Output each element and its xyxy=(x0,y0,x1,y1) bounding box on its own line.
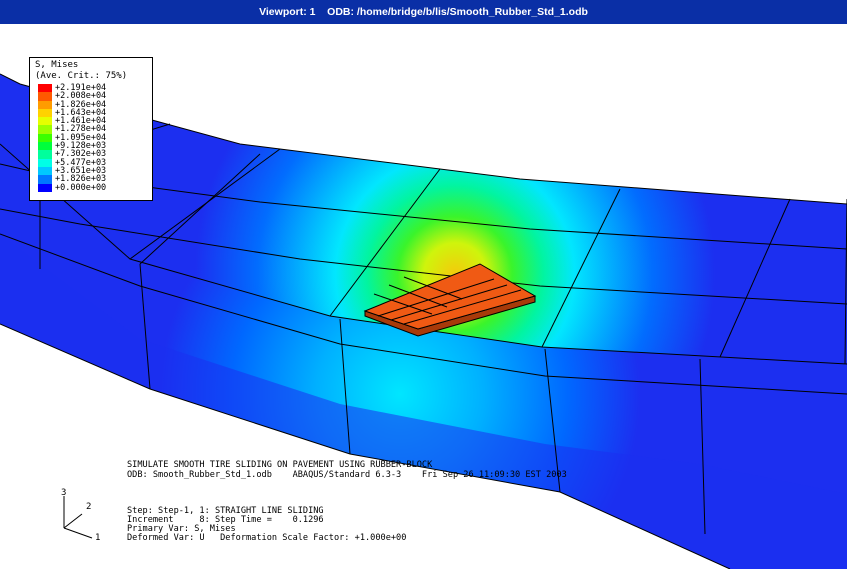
legend-entry: +1.278e+04 xyxy=(35,124,147,135)
viewport-title: Viewport: 1 ODB: /home/bridge/b/lis/Smoo… xyxy=(259,6,588,18)
legend-swatch xyxy=(38,108,52,118)
legend-entry: +2.191e+04 xyxy=(35,83,147,93)
legend-swatch xyxy=(38,117,52,126)
legend-entry: +1.826e+04 xyxy=(35,99,147,110)
legend-subtitle: (Ave. Crit.: 75%) xyxy=(35,71,128,81)
legend-entry: +7.302e+03 xyxy=(35,149,147,160)
legend-entry: +1.095e+04 xyxy=(35,132,147,143)
odb-info: ODB: Smooth_Rubber_Std_1.odb ABAQUS/Stan… xyxy=(127,470,567,480)
rubber-block[interactable] xyxy=(363,263,537,337)
legend-swatch xyxy=(38,142,52,151)
increment-info: Increment 8: Step Time = 0.1296 xyxy=(127,515,324,525)
coordinate-triad xyxy=(63,496,93,539)
legend-swatch xyxy=(38,158,52,167)
slab-lower-band xyxy=(0,234,847,569)
legend-entry: +1.826e+03 xyxy=(35,174,147,185)
legend-title: S, Mises xyxy=(35,60,79,70)
legend-swatch xyxy=(38,183,52,192)
legend-entry: +1.461e+04 xyxy=(35,116,147,127)
primary-var-info: Primary Var: S, Mises xyxy=(127,524,236,534)
legend-swatch xyxy=(38,166,52,176)
legend-box: S, Mises (Ave. Crit.: 75%) +2.191e+04 +2… xyxy=(29,57,153,201)
legend-entry: +2.008e+04 xyxy=(35,91,147,102)
deformed-var-info: Deformed Var: U Deformation Scale Factor… xyxy=(127,533,407,543)
legend-value: +2.191e+04 xyxy=(55,83,107,93)
viewport-titlebar: Viewport: 1 ODB: /home/bridge/b/lis/Smoo… xyxy=(0,0,847,24)
mesh-lines xyxy=(0,73,847,569)
triad-axis-3: 3 xyxy=(61,488,67,498)
triad-axis-1: 1 xyxy=(95,533,101,543)
legend-value: +1.278e+04 xyxy=(55,124,107,135)
legend-entries: +2.191e+04 +2.008e+04 +1.826e+04 +1.643e… xyxy=(35,83,147,193)
legend-value: +1.826e+04 xyxy=(55,99,107,110)
legend-swatch xyxy=(38,150,52,159)
legend-swatch xyxy=(38,175,52,184)
legend-value: +9.128e+03 xyxy=(55,141,107,152)
legend-swatch xyxy=(38,125,52,134)
model-description: SIMULATE SMOOTH TIRE SLIDING ON PAVEMENT… xyxy=(127,460,433,470)
legend-entry: +9.128e+03 xyxy=(35,141,147,152)
legend-swatch xyxy=(38,92,52,101)
legend-swatch xyxy=(38,100,52,109)
step-info: Step: Step-1, 1: STRAIGHT LINE SLIDING xyxy=(127,506,324,516)
legend-entry: +0.000e+00 xyxy=(35,182,147,193)
legend-entry: +1.643e+04 xyxy=(35,107,147,118)
legend-swatch xyxy=(38,84,52,93)
legend-value: +2.008e+04 xyxy=(55,91,107,102)
legend-value: +3.651e+03 xyxy=(55,165,107,176)
legend-value: +1.095e+04 xyxy=(55,132,107,143)
legend-value: +1.643e+04 xyxy=(55,107,107,118)
legend-value: +5.477e+03 xyxy=(55,157,107,168)
legend-entry: +5.477e+03 xyxy=(35,157,147,168)
legend-value: +1.461e+04 xyxy=(55,116,107,127)
legend-value: +0.000e+00 xyxy=(55,182,107,193)
model-render[interactable] xyxy=(0,24,847,569)
legend-swatch xyxy=(38,133,52,143)
legend-value: +7.302e+03 xyxy=(55,149,107,160)
viewport-canvas[interactable]: S, Mises (Ave. Crit.: 75%) +2.191e+04 +2… xyxy=(0,24,847,569)
legend-entry: +3.651e+03 xyxy=(35,165,147,176)
triad-axis-2: 2 xyxy=(86,502,92,512)
legend-value: +1.826e+03 xyxy=(55,174,107,185)
